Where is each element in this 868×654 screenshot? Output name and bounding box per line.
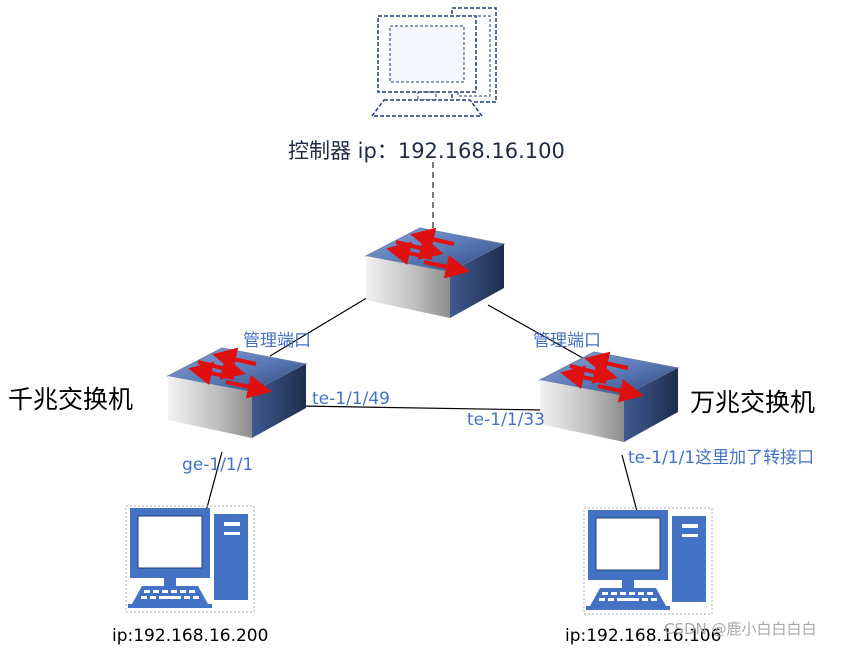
port-label-te-1-1-49: te-1/1/49 [312,389,390,409]
port-label-te-1-1-33: te-1/1/33 [467,410,545,430]
link-gigabit-hostleft [204,451,223,516]
controller-ip-label: 控制器 ip：192.168.16.100 [288,139,565,163]
mgmt-port-label-left: 管理端口 [243,331,311,351]
mgmt-port-label-right: 管理端口 [533,331,601,351]
host-left-computer-icon [125,505,255,613]
port-label-ge-1-1-1: ge-1/1/1 [182,455,254,475]
ten-gigabit-switch-icon [540,352,678,442]
gigabit-switch-label: 千兆交换机 [8,385,134,414]
ten-gigabit-switch-label: 万兆交换机 [690,388,816,417]
link-core-tengigabit [487,304,591,363]
core-switch-icon [366,228,504,318]
link-core-gigabit [269,295,371,357]
link-gigabit-tengigabit [299,405,543,411]
controller-computer-icon [370,7,497,117]
watermark: CSDN @鹿小白白白白 [664,620,817,638]
host-left-ip-label: ip:192.168.16.200 [112,626,269,646]
host-right-computer-icon [583,507,713,615]
port-label-te-1-1-1: te-1/1/1这里加了转接口 [628,448,815,468]
gigabit-switch-icon [168,348,306,438]
link-tengigabit-hostright [621,454,639,516]
host-right-ip-label: ip:192.168.16.106 [565,626,722,646]
